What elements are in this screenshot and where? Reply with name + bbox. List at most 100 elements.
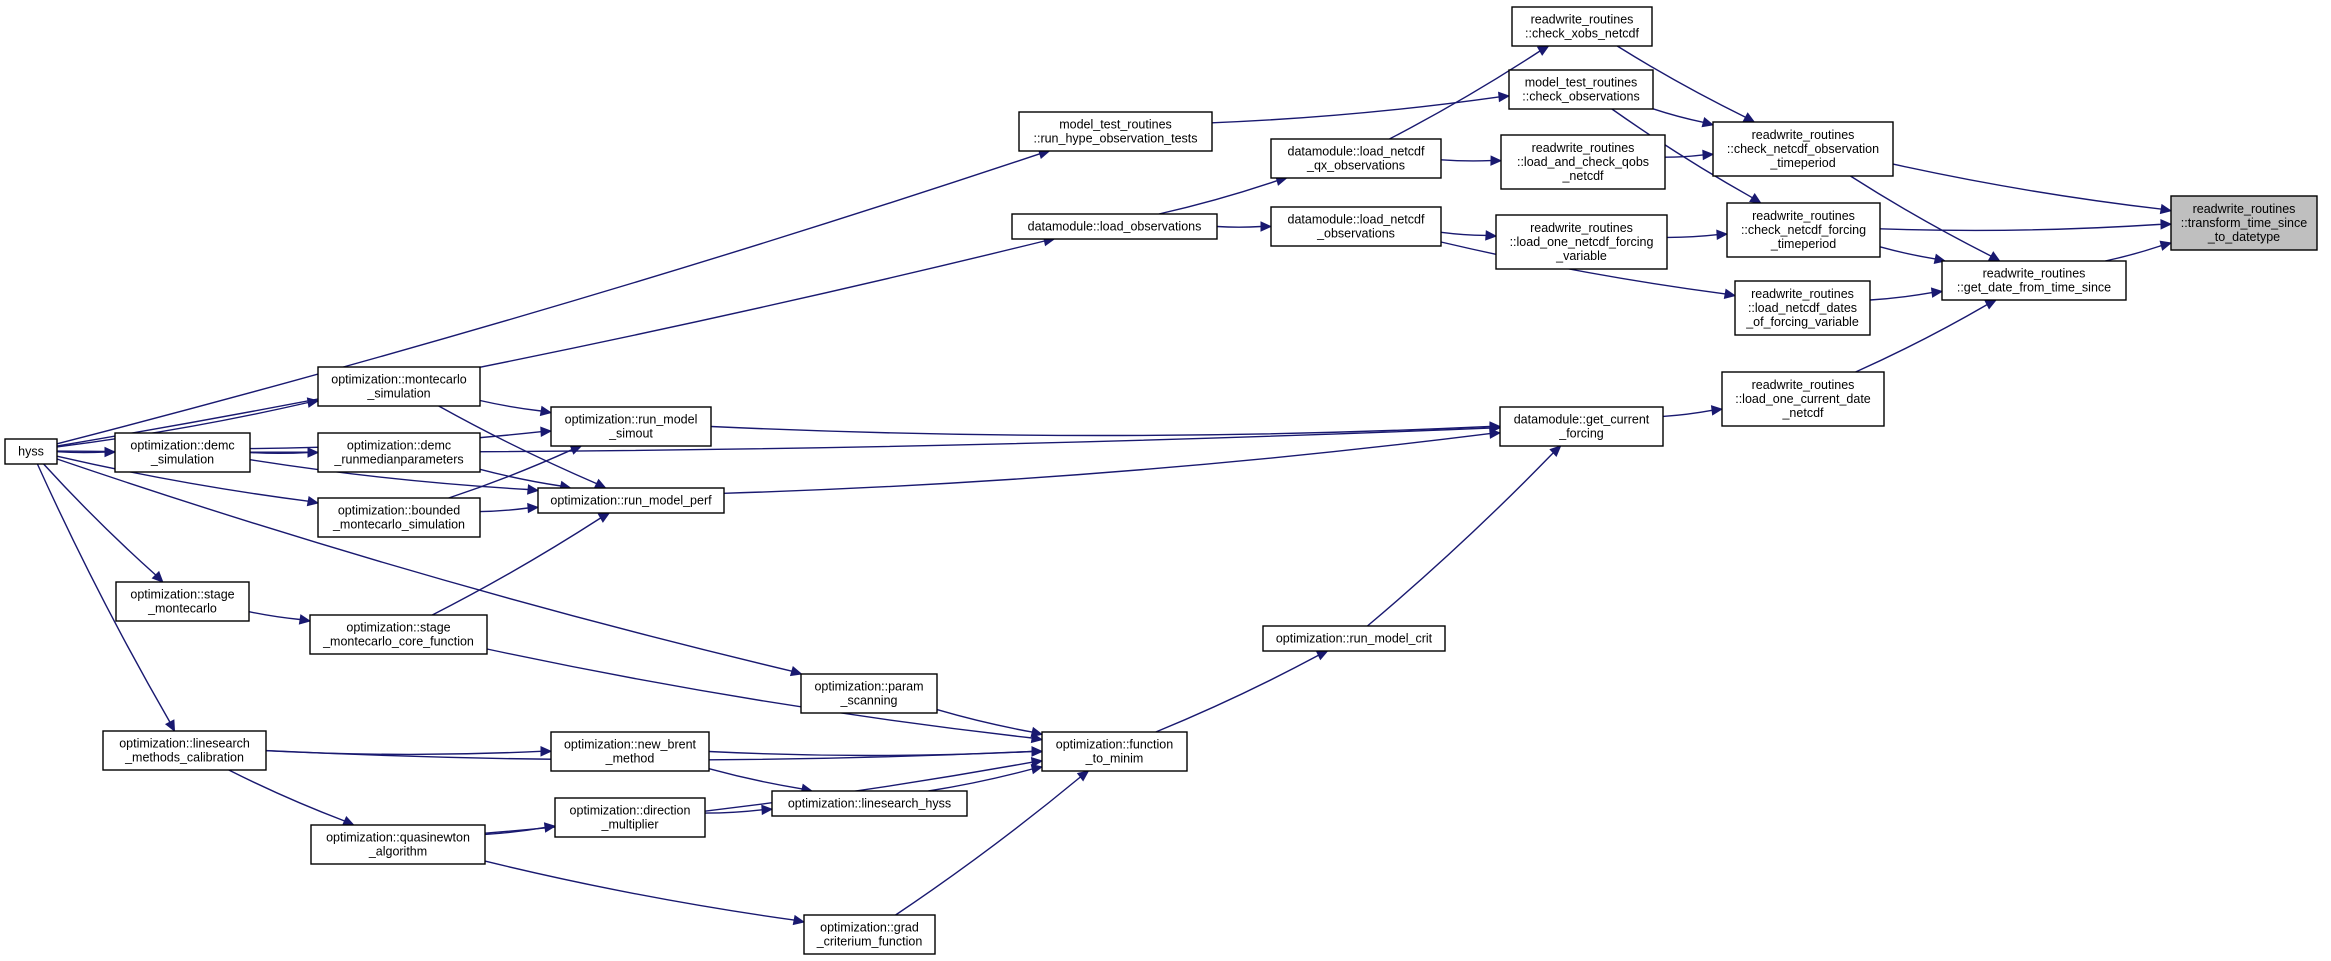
call-edge-check_forcing_tp-to-transform: [1879, 219, 2173, 232]
node-run-model-simout[interactable]: optimization::run_model_simout: [550, 406, 712, 447]
call-edge-load_qobs-to-check_obs_tp: [1664, 149, 1715, 161]
node-param-scanning[interactable]: optimization::param_scanning: [800, 673, 938, 714]
call-edge-linesearch_hyss-to-function_to_minim: [928, 763, 1044, 792]
node-label-line: datamodule::load_observations: [1028, 220, 1202, 234]
node-stage-mc-core[interactable]: optimization::stage_montecarlo_core_func…: [309, 614, 488, 655]
node-box: [317, 432, 481, 473]
node-label-line: optimization::function: [1056, 738, 1173, 752]
node-demc-runmedian[interactable]: optimization::demc_runmedianparameters: [317, 432, 481, 473]
node-box: [550, 406, 712, 447]
node-label-line: optimization::run_model_crit: [1276, 632, 1433, 646]
node-run-model-perf[interactable]: optimization::run_model_perf: [537, 487, 725, 514]
node-box: [1500, 134, 1666, 190]
node-box: [1721, 371, 1885, 427]
node-dm-qx[interactable]: datamodule::load_netcdf_qx_observations: [1270, 138, 1442, 179]
call-edge-dm_qx-to-load_qobs: [1440, 155, 1503, 166]
node-label-line: ::load_one_current_date: [1735, 392, 1871, 406]
call-edge-demc_sim-to-run_model_perf: [249, 459, 540, 495]
node-box: [114, 432, 251, 473]
node-label-line: readwrite_routines: [1530, 221, 1633, 235]
node-label-line: optimization::linesearch_hyss: [788, 797, 951, 811]
call-edge-check_obs_tp-to-transform: [1892, 163, 2173, 215]
node-box: [1011, 213, 1218, 240]
node-new-brent[interactable]: optimization::new_brent_method: [550, 731, 710, 772]
call-edge-linesearch_calib-to-new_brent: [265, 746, 553, 757]
node-load-qobs[interactable]: readwrite_routines::load_and_check_qobs_…: [1500, 134, 1666, 190]
node-box: [550, 731, 710, 772]
call-edge-direction_mult-to-linesearch_hyss: [704, 804, 774, 816]
node-linesearch-hyss[interactable]: optimization::linesearch_hyss: [771, 790, 968, 817]
call-edge-montecarlo_sim-to-run_model_simout: [479, 399, 553, 417]
node-load-one-date[interactable]: readwrite_routines::load_one_current_dat…: [1721, 371, 1885, 427]
node-label-line: hyss: [18, 445, 44, 459]
node-label-line: optimization::grad: [820, 921, 919, 935]
node-label-line: _observations: [1316, 227, 1395, 241]
call-edge-hyss-to-linesearch_calib: [36, 463, 176, 733]
node-label-line: _algorithm: [368, 845, 427, 859]
node-quasinewton[interactable]: optimization::quasinewton_algorithm: [310, 824, 486, 865]
node-label-line: ::load_one_netcdf_forcing: [1510, 235, 1654, 249]
node-run-model-crit[interactable]: optimization::run_model_crit: [1262, 625, 1446, 652]
node-mt-run-hype[interactable]: model_test_routines::run_hype_observatio…: [1018, 111, 1213, 152]
node-linesearch-calib[interactable]: optimization::linesearch_methods_calibra…: [102, 730, 267, 771]
node-box: [1270, 206, 1442, 247]
node-label-line: _methods_calibration: [124, 751, 244, 765]
node-check-obs-tp[interactable]: readwrite_routines::check_netcdf_observa…: [1712, 121, 1894, 177]
node-label-line: _montecarlo: [147, 602, 217, 616]
node-box: [1726, 202, 1881, 258]
call-edge-stage_mc-to-stage_mc_core: [248, 611, 312, 625]
node-label-line: _scanning: [840, 694, 898, 708]
call-edge-stage_mc_core-to-function_to_minim: [486, 648, 1044, 744]
call-edge-grad_crit-to-function_to_minim: [895, 770, 1090, 916]
node-check-xobs[interactable]: readwrite_routines::check_xobs_netcdf: [1511, 6, 1653, 47]
node-grad-crit[interactable]: optimization::grad_criterium_function: [803, 914, 936, 955]
node-box: [554, 797, 706, 838]
node-demc-sim[interactable]: optimization::demc_simulation: [114, 432, 251, 473]
node-label-line: optimization::stage: [346, 621, 450, 635]
call-edge-dm_load_obs-to-dm_qx: [1158, 175, 1288, 215]
node-label-line: datamodule::load_netcdf: [1288, 213, 1425, 227]
node-montecarlo-sim[interactable]: optimization::montecarlo_simulation: [317, 366, 481, 407]
node-bounded-mc[interactable]: optimization::bounded_montecarlo_simulat…: [317, 497, 481, 538]
node-label-line: optimization::new_brent: [564, 738, 697, 752]
node-label-line: _montecarlo_simulation: [332, 518, 465, 532]
node-mt-check-obs[interactable]: model_test_routines::check_observations: [1508, 69, 1654, 110]
node-transform[interactable]: readwrite_routines::transform_time_since…: [2170, 195, 2318, 251]
call-edge-load_one_forcing-to-check_forcing_tp: [1666, 229, 1729, 241]
node-box: [2170, 195, 2318, 251]
node-function-to-minim[interactable]: optimization::function_to_minim: [1041, 731, 1188, 772]
call-edge-get_date-to-transform: [2105, 240, 2173, 262]
node-label-line: readwrite_routines: [1752, 128, 1855, 142]
call-edge-linesearch_calib-to-quasinewton: [228, 769, 355, 826]
node-load-dates[interactable]: readwrite_routines::load_netcdf_dates_of…: [1734, 280, 1871, 336]
node-dm-netcdf-obs[interactable]: datamodule::load_netcdf_observations: [1270, 206, 1442, 247]
node-label-line: _variable: [1555, 249, 1607, 263]
node-label-line: _multiplier: [601, 818, 659, 832]
node-label-line: optimization::linesearch: [119, 737, 250, 751]
call-edge-quasinewton-to-grad_crit: [484, 860, 806, 926]
node-label-line: readwrite_routines: [1983, 267, 2086, 281]
node-box: [310, 824, 486, 865]
node-label-line: optimization::quasinewton: [326, 831, 470, 845]
node-get-date[interactable]: readwrite_routines::get_date_from_time_s…: [1941, 260, 2127, 301]
node-label-line: datamodule::load_netcdf: [1288, 145, 1425, 159]
call-edge-hyss-to-demc_sim: [56, 446, 117, 458]
node-box: [317, 366, 481, 407]
call-edge-function_to_minim-to-run_model_crit: [1155, 650, 1329, 733]
node-direction-mult[interactable]: optimization::direction_multiplier: [554, 797, 706, 838]
node-stage-mc[interactable]: optimization::stage_montecarlo: [115, 581, 250, 622]
node-check-forcing-tp[interactable]: readwrite_routines::check_netcdf_forcing…: [1726, 202, 1881, 258]
node-dm-load-obs[interactable]: datamodule::load_observations: [1011, 213, 1218, 240]
call-edge-param_scanning-to-function_to_minim: [936, 708, 1044, 738]
node-label-line: optimization::stage: [130, 588, 234, 602]
node-label-line: _qx_observations: [1306, 159, 1405, 173]
node-box: [309, 614, 488, 655]
node-hyss[interactable]: hyss: [4, 438, 58, 465]
node-label-line: _to_datetype: [2207, 230, 2280, 244]
node-box: [1712, 121, 1894, 177]
node-box: [115, 581, 250, 622]
call-edge-hyss-to-montecarlo_sim: [56, 397, 320, 448]
node-load-one-forcing[interactable]: readwrite_routines::load_one_netcdf_forc…: [1495, 214, 1668, 270]
node-label-line: optimization::demc: [130, 439, 234, 453]
node-dm-current-forcing[interactable]: datamodule::get_current_forcing: [1499, 406, 1664, 447]
